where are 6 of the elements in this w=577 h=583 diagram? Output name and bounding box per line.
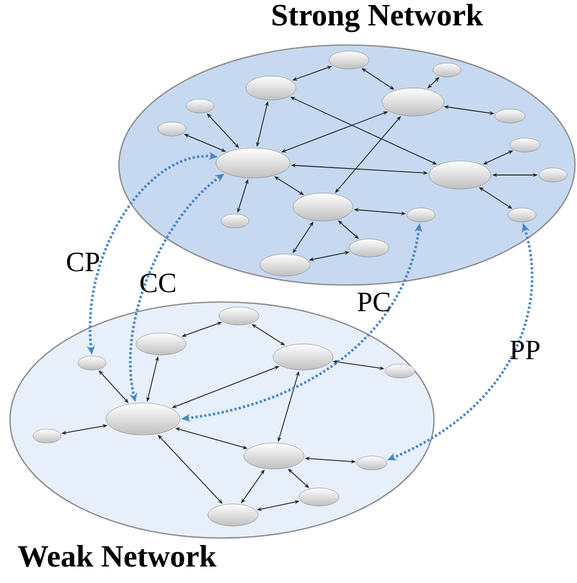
edge-label: CP: [67, 252, 99, 272]
network-title: Weak Network: [18, 545, 216, 567]
network-title: Strong Network: [272, 4, 483, 32]
edge-label: CC: [140, 274, 176, 292]
edge-label: PP: [510, 340, 540, 360]
edge-label: PC: [358, 292, 390, 312]
